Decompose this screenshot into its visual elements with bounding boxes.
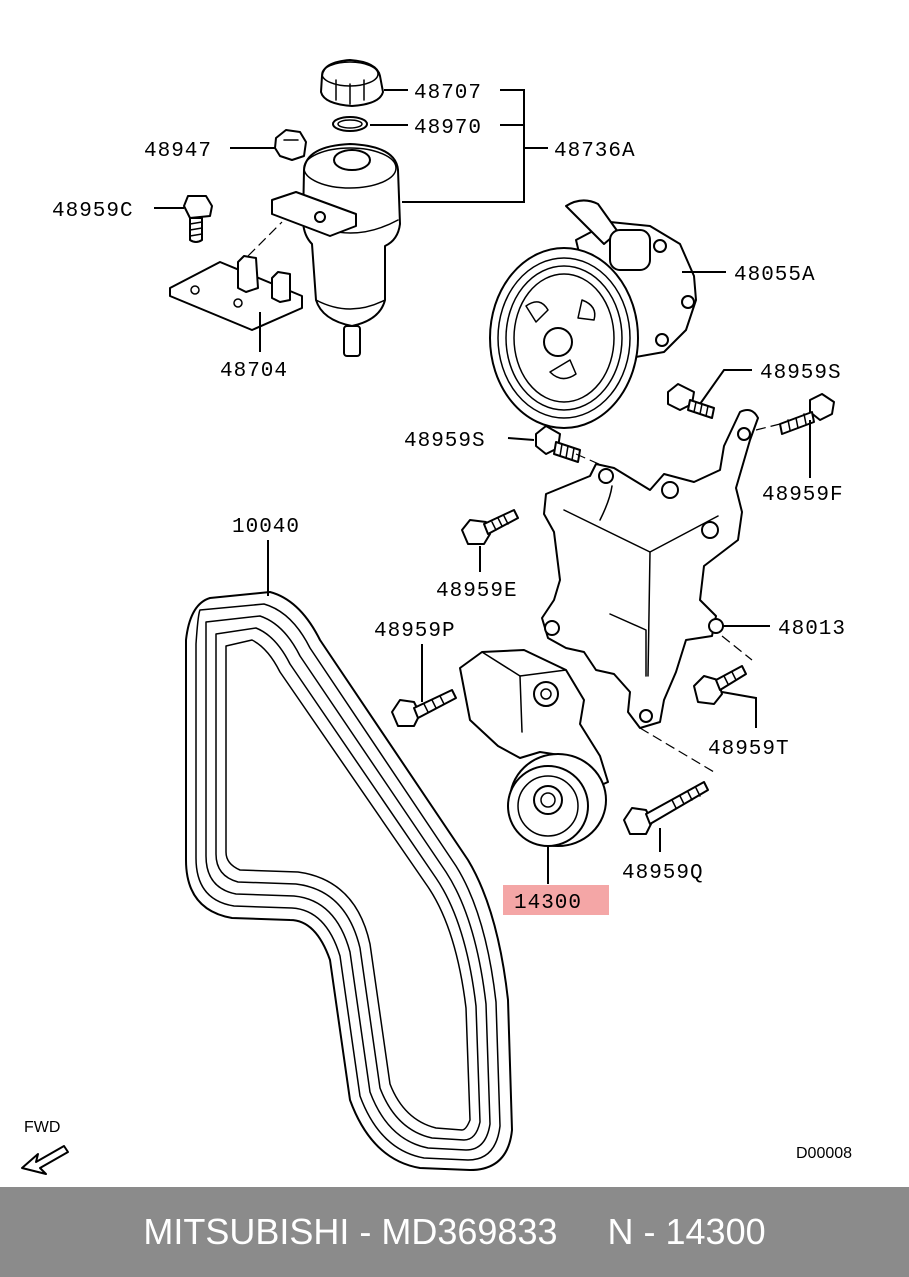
label-bolt-p: 48959P	[374, 620, 456, 643]
label-bolt-q: 48959Q	[622, 862, 704, 885]
label-nut: 48947	[144, 140, 212, 163]
label-bolt-t: 48959T	[708, 738, 790, 761]
belt-tensioner	[459, 649, 609, 847]
reservoir-cap	[320, 59, 384, 107]
fwd-label: FWD	[24, 1119, 60, 1136]
seal-ring	[332, 116, 368, 132]
drive-belt	[185, 591, 513, 1171]
tensioner-highlight	[503, 885, 609, 915]
mount-line-a	[247, 221, 283, 257]
label-bolt-s-right: 48959S	[760, 362, 842, 385]
label-bolt-s-left: 48959S	[404, 430, 486, 453]
label-pump: 48055A	[734, 264, 816, 287]
label-pump-bracket: 48013	[778, 618, 846, 641]
mount-line-d	[721, 635, 753, 661]
reservoir-tank	[271, 143, 401, 357]
bolt-t	[693, 665, 747, 705]
label-seal: 48970	[414, 117, 482, 140]
label-cap: 48707	[414, 82, 482, 105]
steering-pump	[489, 199, 697, 429]
label-reservoir-assy: 48736A	[554, 140, 636, 163]
figure-code: D00008	[796, 1145, 852, 1162]
nut	[274, 129, 307, 161]
bolt-e	[461, 509, 519, 545]
label-tensioner: 14300	[514, 892, 582, 915]
footer-part-info: MITSUBISHI - MD369833 N - 14300	[143, 1211, 766, 1252]
mount-line-c	[755, 423, 781, 431]
bolt-c	[183, 195, 213, 243]
bolt-q	[623, 781, 709, 835]
pump-bracket	[541, 409, 759, 729]
mount-line-e	[639, 727, 715, 773]
label-bolt-c: 48959C	[52, 200, 134, 223]
bolt-s-right	[667, 383, 715, 419]
label-belt: 10040	[232, 516, 300, 539]
bolt-p	[391, 689, 457, 727]
parts-diagram: 48707 48970 48736A 48947 48959C 48704 48…	[21, 59, 852, 1175]
reservoir-bracket	[169, 255, 303, 331]
label-reservoir-bracket: 48704	[220, 360, 288, 383]
footer-banner: MITSUBISHI - MD369833 N - 14300	[0, 1187, 909, 1277]
bolt-s-left	[535, 425, 581, 463]
label-bolt-f: 48959F	[762, 484, 844, 507]
fwd-arrow-icon	[21, 1145, 69, 1175]
label-bolt-e: 48959E	[436, 580, 518, 603]
leader-lines	[154, 89, 811, 884]
mount-line-b	[575, 453, 609, 469]
bolt-f	[779, 393, 835, 435]
